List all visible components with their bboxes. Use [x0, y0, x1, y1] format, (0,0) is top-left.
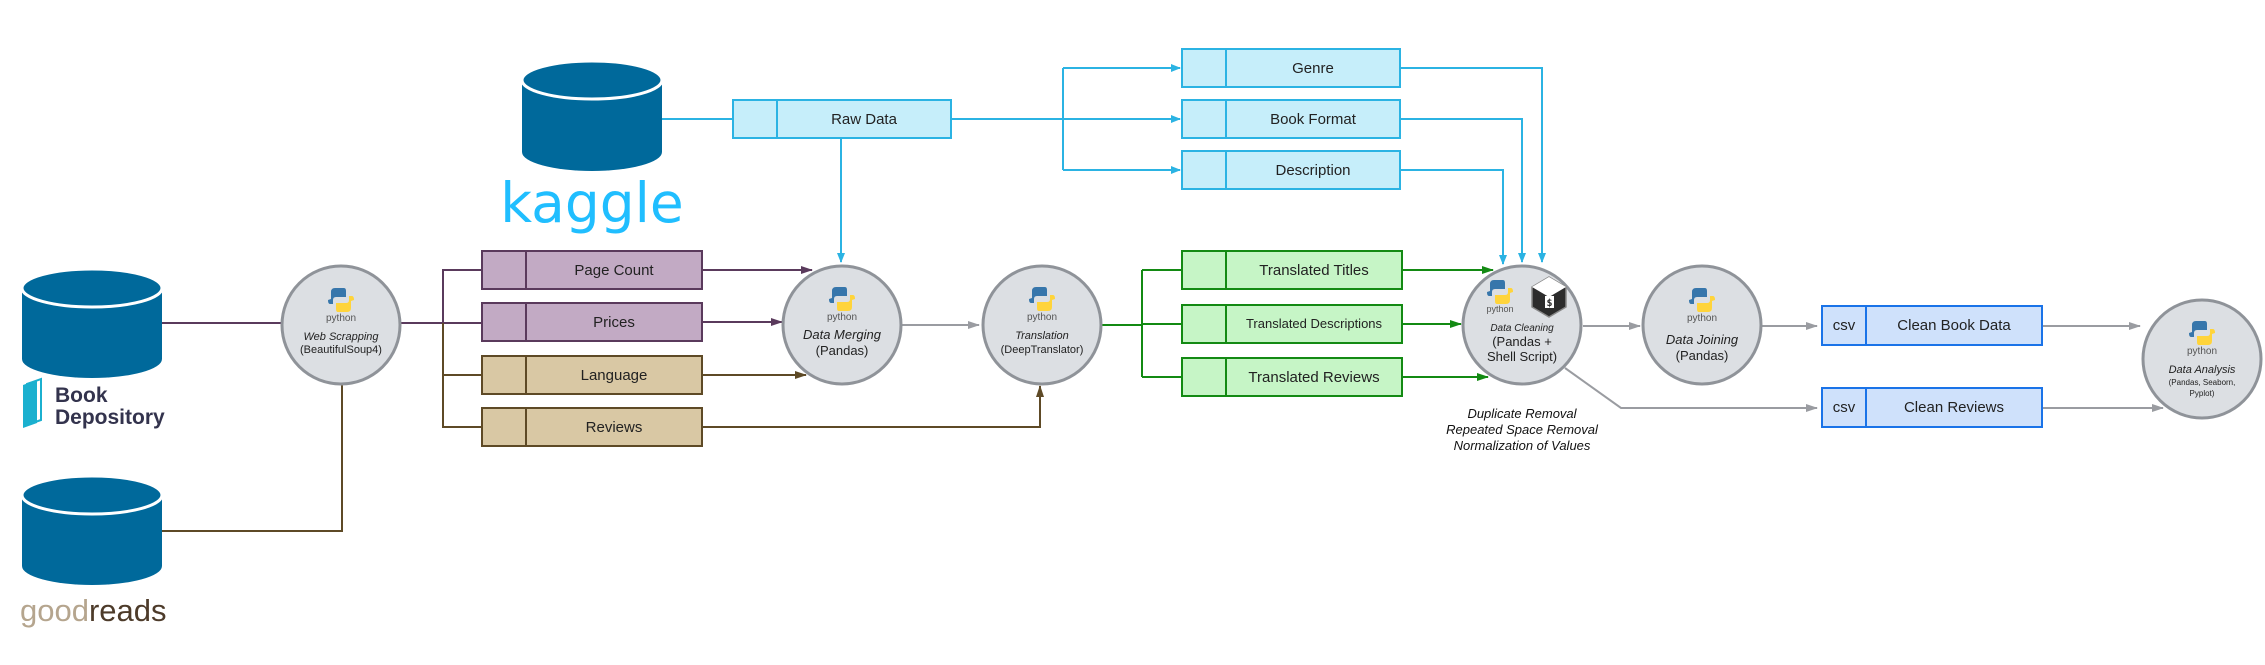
goodreads-logo: goodreads: [20, 593, 167, 628]
svg-text:Shell Script): Shell Script): [1487, 349, 1557, 364]
svg-text:python: python: [827, 312, 857, 323]
svg-text:Prices: Prices: [593, 314, 635, 331]
page-count-store: Page Count: [481, 250, 703, 290]
scrape-purple-connectors: [160, 266, 813, 326]
svg-text:Clean Book Data: Clean Book Data: [1897, 317, 2011, 334]
translated-reviews-store: Translated Reviews: [1181, 357, 1403, 397]
data-joining-process: python Data Joining (Pandas): [1641, 264, 1763, 386]
svg-text:python: python: [326, 313, 356, 324]
shell-script-icon: $: [1531, 276, 1567, 318]
book-format-store: Book Format: [1181, 99, 1401, 139]
svg-text:csv: csv: [1833, 399, 1856, 416]
kaggle-database-icon: [520, 59, 664, 171]
svg-text:(DeepTranslator): (DeepTranslator): [1001, 344, 1084, 356]
svg-text:$: $: [1546, 298, 1552, 309]
kaggle-connectors: [662, 64, 1546, 265]
svg-text:Normalization of Values: Normalization of Values: [1454, 438, 1591, 453]
clean-book-data-store: csv Clean Book Data: [1821, 305, 2043, 346]
svg-text:Description: Description: [1275, 162, 1350, 179]
svg-text:Depository: Depository: [55, 406, 165, 429]
svg-text:Translated Titles: Translated Titles: [1259, 262, 1369, 279]
data-cleaning-process: python $ Data Cleaning (Pandas + Shell S…: [1461, 264, 1583, 386]
translation-connectors: [1102, 266, 1494, 381]
translation-process: python Translation (DeepTranslator): [981, 264, 1103, 386]
scrape-tan-connectors: [162, 323, 1044, 532]
description-store: Description: [1181, 150, 1401, 190]
svg-text:python: python: [2187, 346, 2217, 357]
svg-text:(Pandas): (Pandas): [1676, 348, 1729, 363]
translated-descriptions-store: Translated Descriptions: [1181, 304, 1403, 344]
svg-text:csv: csv: [1833, 317, 1856, 334]
data-analysis-process: python Data Analysis (Pandas, Seaborn, P…: [2141, 298, 2263, 420]
svg-text:Reviews: Reviews: [586, 419, 643, 436]
python-icon: [829, 287, 855, 311]
raw-data-store: Raw Data: [732, 99, 952, 139]
svg-text:Web Scrapping: Web Scrapping: [303, 331, 379, 343]
web-scrapping-process: python Web Scrapping (BeautifulSoup4): [280, 264, 402, 386]
svg-text:Data Merging: Data Merging: [803, 327, 882, 342]
svg-text:(BeautifulSoup4): (BeautifulSoup4): [300, 344, 382, 356]
svg-text:Data Joining: Data Joining: [1666, 332, 1739, 347]
svg-text:Duplicate Removal: Duplicate Removal: [1467, 406, 1577, 421]
svg-text:Translated Descriptions: Translated Descriptions: [1246, 316, 1383, 331]
svg-text:(Pandas): (Pandas): [816, 343, 869, 358]
svg-text:Data Cleaning: Data Cleaning: [1490, 323, 1554, 334]
python-icon: [1689, 288, 1715, 312]
svg-text:Data Analysis: Data Analysis: [2169, 364, 2236, 376]
svg-text:Pyplot): Pyplot): [2190, 389, 2215, 398]
svg-text:Repeated Space Removal: Repeated Space Removal: [1446, 422, 1599, 437]
python-icon: [2189, 321, 2215, 345]
clean-reviews-store: csv Clean Reviews: [1821, 387, 2043, 428]
svg-text:Page Count: Page Count: [574, 262, 654, 279]
python-icon: [1487, 280, 1513, 304]
language-store: Language: [481, 355, 703, 395]
book-depository-logo: Book Depository: [23, 377, 165, 429]
goodreads-database-icon: [20, 474, 164, 585]
svg-text:python: python: [1687, 313, 1717, 324]
svg-text:Translated Reviews: Translated Reviews: [1248, 369, 1379, 386]
kaggle-logo: kaggle: [500, 171, 684, 235]
python-icon: [1029, 287, 1055, 311]
svg-text:Translation: Translation: [1015, 330, 1069, 342]
reviews-store: Reviews: [481, 407, 703, 447]
cleaning-notes: Duplicate Removal Repeated Space Removal…: [1446, 406, 1599, 453]
svg-text:(Pandas +: (Pandas +: [1492, 334, 1552, 349]
data-merging-process: python Data Merging (Pandas): [781, 264, 903, 386]
svg-text:Genre: Genre: [1292, 60, 1334, 77]
svg-text:(Pandas, Seaborn,: (Pandas, Seaborn,: [2169, 378, 2236, 387]
svg-text:Book: Book: [55, 384, 108, 407]
svg-text:Raw Data: Raw Data: [831, 111, 898, 128]
svg-text:Language: Language: [581, 367, 648, 384]
python-icon: [328, 288, 354, 312]
book-depository-database-icon: [20, 267, 164, 378]
svg-text:Clean Reviews: Clean Reviews: [1904, 399, 2004, 416]
svg-text:Book Format: Book Format: [1270, 111, 1357, 128]
svg-text:python: python: [1027, 312, 1057, 323]
svg-text:python: python: [1486, 304, 1513, 314]
process-connectors: [902, 321, 2164, 412]
prices-store: Prices: [481, 302, 703, 342]
genre-store: Genre: [1181, 48, 1401, 88]
translated-titles-store: Translated Titles: [1181, 250, 1403, 290]
